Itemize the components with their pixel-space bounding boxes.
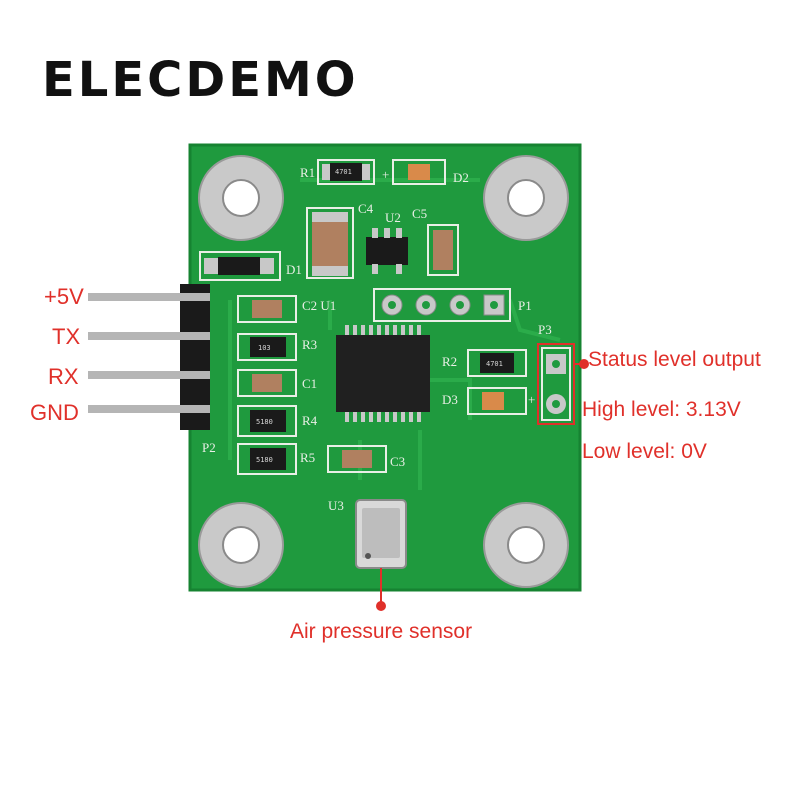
silk-r5: R5 bbox=[300, 450, 316, 465]
pin-label-5v: +5V bbox=[44, 284, 84, 309]
mark-r5: 5180 bbox=[256, 456, 273, 464]
silk-plus-d3: + bbox=[528, 392, 536, 407]
silk-u2: U2 bbox=[385, 210, 401, 225]
silk-r3: R3 bbox=[302, 337, 318, 352]
mark-r4: 5180 bbox=[256, 418, 273, 426]
silk-c5: C5 bbox=[412, 206, 428, 221]
brand-title: ELECDEMO bbox=[42, 52, 359, 108]
silk-c2-u1: C2 U1 bbox=[302, 298, 337, 313]
pressure-sensor bbox=[355, 499, 407, 569]
callout-high-level: High level: 3.13V bbox=[582, 398, 741, 421]
silk-d3: D3 bbox=[442, 392, 458, 407]
silk-p3: P3 bbox=[538, 322, 552, 337]
pin-label-rx: RX bbox=[48, 364, 79, 389]
main-ic bbox=[336, 325, 430, 422]
silk-u3: U3 bbox=[328, 498, 344, 513]
silk-p2: P2 bbox=[202, 440, 216, 455]
callout-low-level: Low level: 0V bbox=[582, 440, 707, 463]
silk-d1: D1 bbox=[286, 262, 302, 277]
silk-c4: C4 bbox=[358, 201, 374, 216]
silk-c1: C1 bbox=[302, 376, 318, 391]
callout-status: Status level output bbox=[588, 348, 761, 371]
mark-r1: 4701 bbox=[335, 168, 352, 176]
callout-sensor: Air pressure sensor bbox=[290, 620, 473, 643]
pin-label-tx: TX bbox=[52, 324, 81, 349]
mark-r3: 103 bbox=[258, 344, 271, 352]
silk-r1: R1 bbox=[300, 165, 316, 180]
pin-header bbox=[88, 284, 210, 430]
p3-highlight-box bbox=[537, 343, 575, 425]
mount-hole-bl bbox=[198, 502, 284, 588]
silk-p1: P1 bbox=[518, 298, 532, 313]
mount-hole-tr bbox=[483, 155, 569, 241]
silk-r4: R4 bbox=[302, 413, 318, 428]
mark-r2: 4701 bbox=[486, 360, 503, 368]
mount-hole-tl bbox=[198, 155, 284, 241]
mount-hole-br bbox=[483, 502, 569, 588]
silk-c3: C3 bbox=[390, 454, 406, 469]
silk-d2: D2 bbox=[453, 170, 469, 185]
silk-plus-d2: + bbox=[382, 167, 390, 182]
pin-label-gnd: GND bbox=[30, 400, 79, 425]
silk-r2: R2 bbox=[442, 354, 458, 369]
